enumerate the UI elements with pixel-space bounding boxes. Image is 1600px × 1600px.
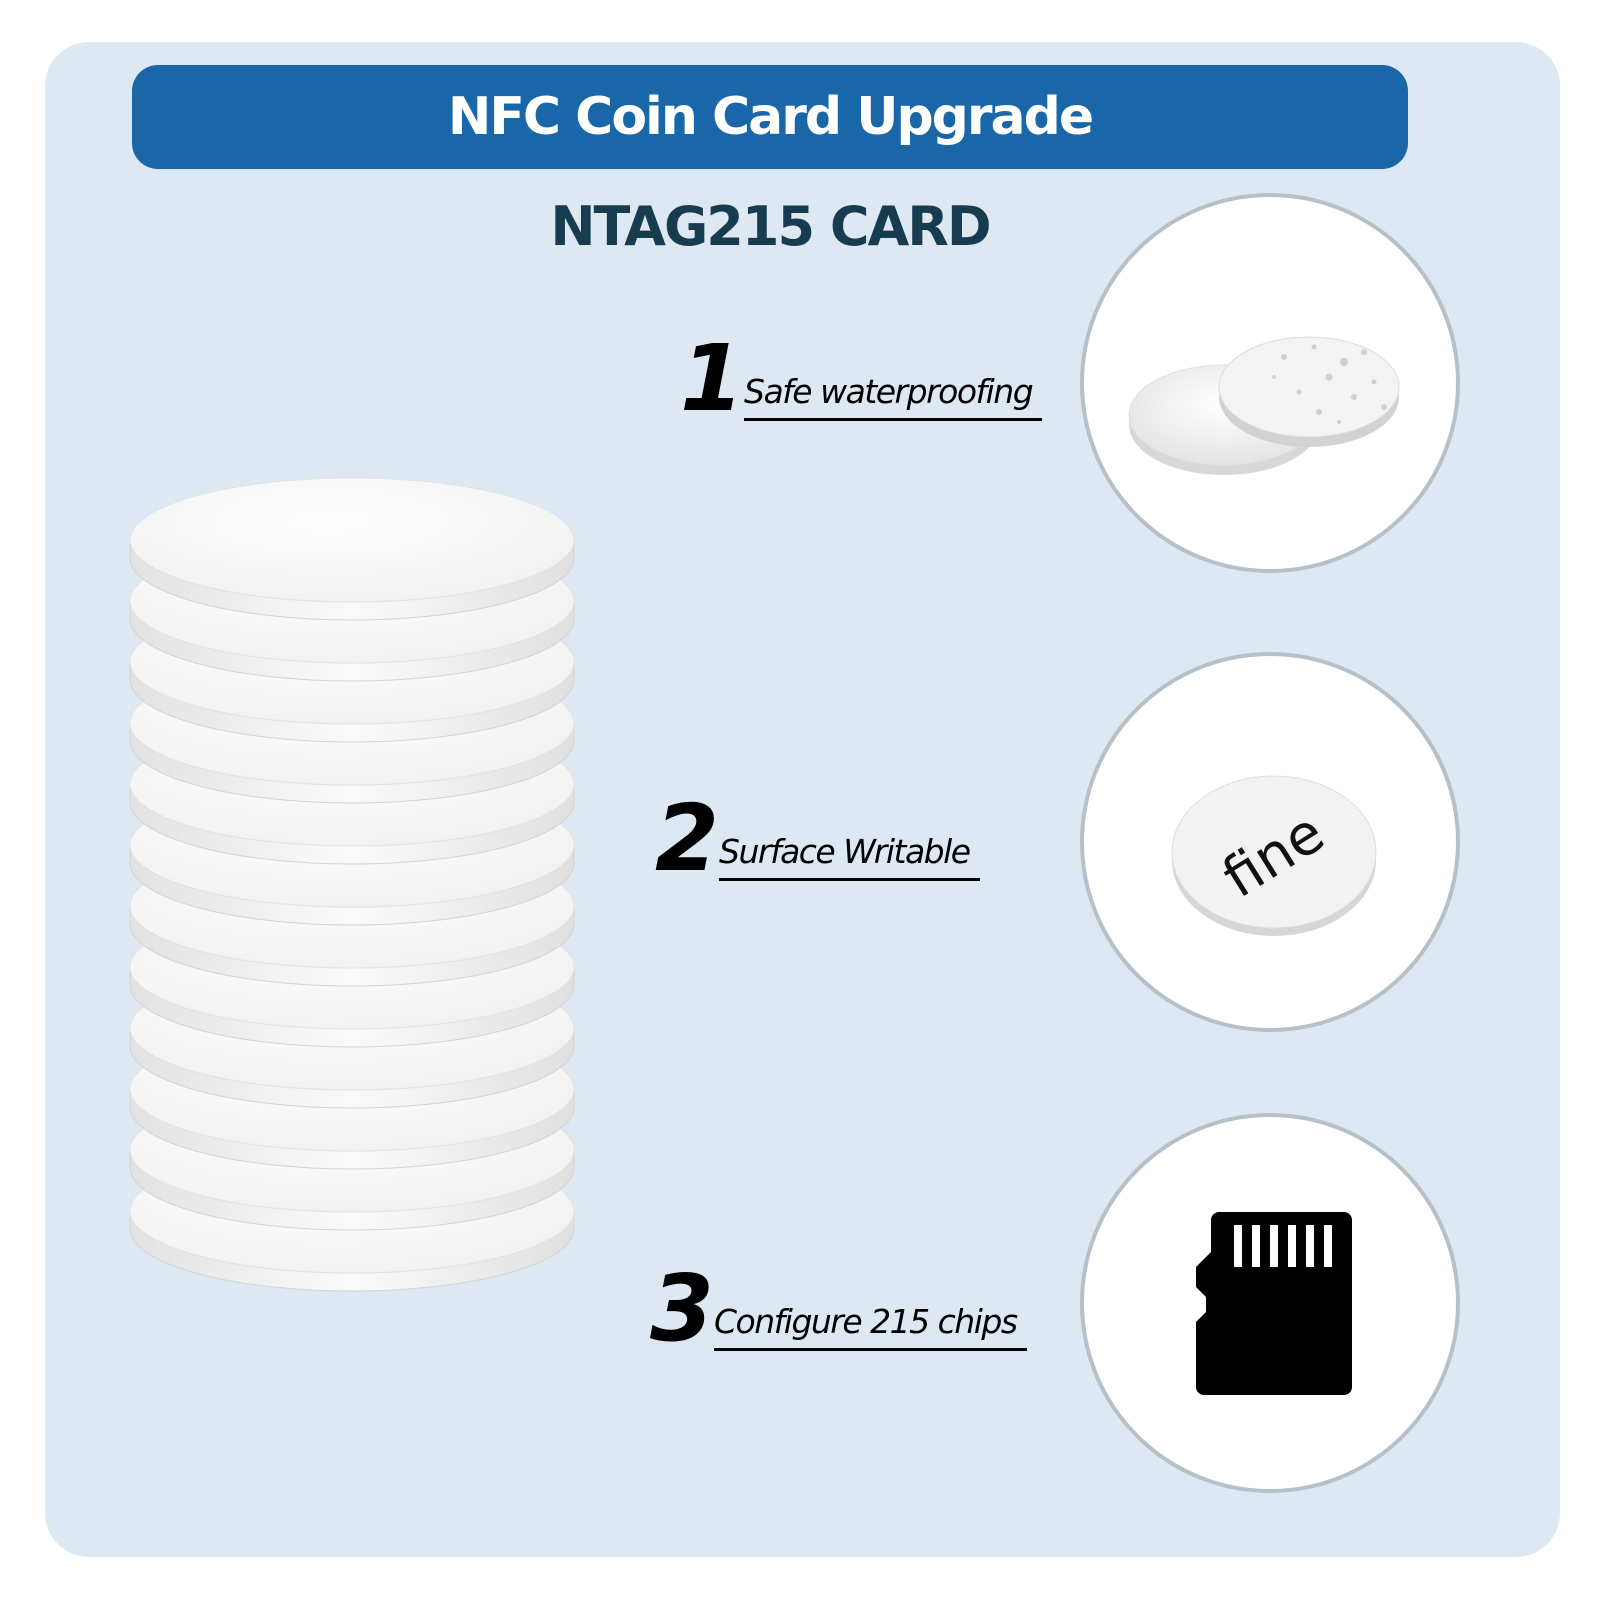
- feature-label: Safe waterproofing: [744, 373, 1043, 421]
- feature-1: 1 Safe waterproofing: [680, 315, 1043, 432]
- coin-stack-icon: [129, 477, 575, 1292]
- feature-number: 3: [650, 1255, 714, 1362]
- feature-number: 1: [680, 325, 744, 432]
- feature-label: Surface Writable: [719, 833, 980, 881]
- title-banner: NFC Coin Card Upgrade: [132, 65, 1408, 169]
- micro-chip-card-icon: [1080, 1113, 1460, 1493]
- writable-coin-icon: fine: [1080, 652, 1460, 1032]
- coin: [129, 477, 575, 621]
- feature-3: 3 Configure 215 chips: [650, 1245, 1027, 1355]
- feature-label: Configure 215 chips: [714, 1303, 1027, 1351]
- feature-number: 2: [655, 785, 719, 892]
- feature-2: 2 Surface Writable: [655, 775, 980, 885]
- waterproof-coins-icon: [1080, 193, 1460, 573]
- page-title: NFC Coin Card Upgrade: [447, 87, 1094, 147]
- page-subtitle: NTAG215 CARD: [550, 195, 991, 258]
